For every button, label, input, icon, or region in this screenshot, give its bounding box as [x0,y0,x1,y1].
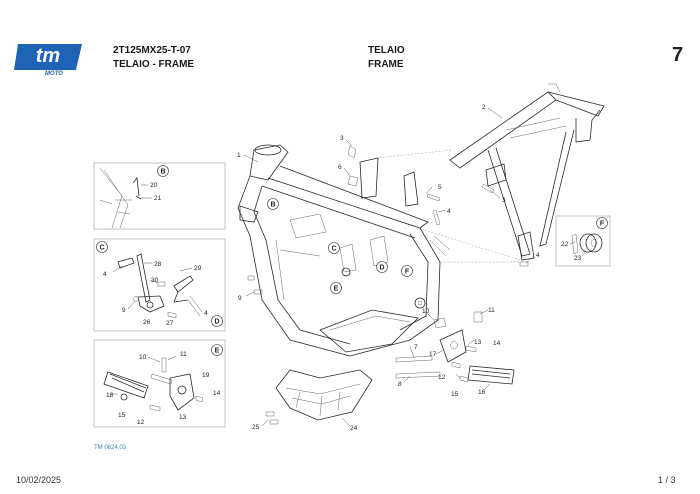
callout-16: 16 [478,389,486,396]
detail-box-b [93,162,226,230]
callout-17: 17 [429,351,437,358]
callout-15: 15 [451,391,459,398]
callout-5: 5 [438,184,442,191]
svg-text:B: B [270,202,275,209]
callout-13: 13 [179,414,187,421]
callout-9: 9 [122,307,126,314]
detail-e-drawing [103,355,204,412]
callout-4: 4 [103,271,107,278]
group-title: TELAIO - FRAME [113,59,195,70]
logo-sub: MOTO [45,71,63,77]
callout-3: 3 [502,197,506,204]
reference-code: TM 0624.03 [94,445,127,451]
callout-24: 24 [350,425,358,432]
callout-13: 13 [474,339,482,346]
callout-7: 7 [414,344,418,351]
detail-box-e [93,339,226,428]
detail-circle-b-frame: B [267,198,279,210]
logo-text: tm [36,45,60,67]
leader-lines [243,107,535,427]
callout-22: 22 [561,241,569,248]
callout-8: 8 [398,381,402,388]
callout-14: 14 [213,390,221,397]
callout-20: 20 [150,182,158,189]
detail-circle-b: B [157,165,169,177]
detail-f-drawing [569,233,603,257]
callout-15: 15 [118,412,126,419]
detail-circle-e: E [211,344,223,356]
callout-21: 21 [154,195,162,202]
callout-4: 4 [204,310,208,317]
assembly-lines [375,149,521,263]
detail-circle-c: C [96,241,108,253]
svg-text:D: D [214,319,219,326]
callout-18: 18 [106,392,114,399]
print-date: 10/02/2025 [16,475,62,485]
callout-26: 26 [143,319,151,326]
detail-box-f [555,215,611,267]
callout-23: 23 [574,255,582,262]
detail-b-drawing [99,167,152,229]
svg-text:C: C [331,246,336,253]
callout-3: 3 [340,135,344,142]
page-indicator: 1 / 3 [658,475,676,485]
detail-circle-d-frame: D [376,261,388,273]
group-italian: TELAIO [368,45,405,56]
tm-moto-logo: tm MOTO [14,44,82,77]
svg-text:C: C [99,245,104,252]
model-code: 2T125MX25-T-07 [113,45,191,56]
callout-9: 9 [238,295,242,302]
skid-plate [265,369,373,425]
callout-11: 11 [180,351,187,358]
detail-circle-c-frame: C [328,242,340,254]
detail-circle-f-frame: F [401,265,413,277]
svg-text:E: E [334,286,339,293]
callout-29: 29 [194,265,202,272]
table-number: 7 [672,44,684,66]
callout-27: 27 [166,320,174,327]
callout-labels: 1 2 3 3 4 4 4 4 5 6 7 8 9 9 10 10 11 11 … [103,104,582,432]
detail-box-c-d [93,238,226,332]
callout-11: 11 [488,307,495,314]
rear-subframe [449,83,605,261]
detail-circle-e-frame: E [330,282,342,294]
callout-12: 12 [438,374,446,381]
detail-circle-d: D [211,315,223,327]
callout-10: 10 [139,354,147,361]
callout-6: 6 [338,164,342,171]
callout-12: 12 [137,419,145,426]
hardware [247,145,529,385]
callout-25: 25 [252,424,260,431]
callout-1: 1 [237,152,241,159]
callout-4: 4 [447,208,451,215]
svg-text:D: D [379,265,384,272]
callout-2: 2 [482,104,486,111]
callout-30: 30 [151,277,159,284]
callout-19: 19 [202,372,210,379]
svg-text:F: F [405,269,410,276]
detail-circle-f: F [596,217,608,229]
detail-c-d-drawing [112,253,203,319]
callout-14: 14 [493,340,501,347]
callout-10: 10 [422,308,430,315]
svg-text:B: B [160,169,165,176]
svg-text:F: F [600,221,605,228]
callout-28: 28 [154,261,162,268]
svg-text:E: E [215,348,220,355]
main-frame [237,144,451,357]
group-english: FRAME [368,59,404,70]
callout-4: 4 [536,252,540,259]
